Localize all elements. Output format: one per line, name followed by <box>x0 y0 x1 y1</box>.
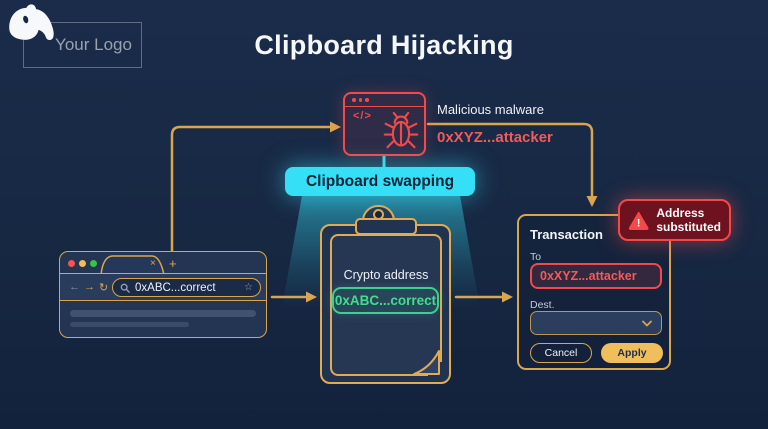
malware-label: Malicious malware <box>437 102 544 117</box>
correct-address-chip: 0xABC...correct <box>332 287 439 314</box>
crypto-address-label: Crypto address <box>343 268 429 282</box>
malware-titlebar <box>345 94 424 107</box>
forward-icon[interactable]: → <box>84 281 95 293</box>
page-title: Clipboard Hijacking <box>254 30 514 60</box>
reload-icon[interactable]: ↻ <box>99 282 109 294</box>
back-icon[interactable]: ← <box>69 281 80 293</box>
chevron-down-icon <box>642 320 652 326</box>
dest-label: Dest. <box>530 299 555 311</box>
svg-text:!: ! <box>637 217 641 229</box>
logo-box: Your Logo <box>23 22 142 68</box>
window-controls <box>68 260 97 267</box>
cancel-button[interactable]: Cancel <box>530 343 592 363</box>
code-icon: </> <box>353 110 372 122</box>
maximize-window-icon[interactable] <box>90 260 97 267</box>
to-label: To <box>530 251 542 263</box>
new-tab-icon[interactable]: + <box>169 256 177 271</box>
address-bar-url: 0xABC...correct <box>135 281 216 294</box>
malware-window: </> <box>343 92 426 156</box>
warning-triangle-icon: ! <box>628 211 649 230</box>
window-dot-icon <box>352 98 356 102</box>
window-dot-icon <box>365 98 369 102</box>
page-curl-icon <box>413 350 440 375</box>
to-field[interactable]: 0xXYZ...attacker <box>530 263 662 289</box>
browser-window: × + ← → ↻ 0xABC...correct ☆ <box>59 251 267 338</box>
close-window-icon[interactable] <box>68 260 75 267</box>
address-bar[interactable]: 0xABC...correct ☆ <box>112 278 261 297</box>
window-dot-icon <box>358 98 362 102</box>
browser-toolbar: ← → ↻ 0xABC...correct ☆ <box>60 273 266 301</box>
address-substituted-badge: ! Address substituted <box>618 199 731 241</box>
apply-button[interactable]: Apply <box>601 343 663 363</box>
bug-icon <box>383 111 419 149</box>
transaction-title: Transaction <box>530 227 603 242</box>
clipboard-clip-ring-icon <box>373 209 384 220</box>
attacker-address: 0xXYZ...attacker <box>437 129 553 146</box>
badge-text: Address substituted <box>656 205 721 234</box>
tab-close-icon[interactable]: × <box>150 258 156 269</box>
clipboard-swapping-banner: Clipboard swapping <box>285 167 475 196</box>
search-icon <box>120 283 130 293</box>
logo-label: Your Logo <box>55 35 132 54</box>
tapir-logo-icon <box>9 4 54 40</box>
clipboard-clip <box>355 218 417 235</box>
content-placeholder-line <box>70 322 189 327</box>
minimize-window-icon[interactable] <box>79 260 86 267</box>
bookmark-star-icon[interactable]: ☆ <box>244 282 253 293</box>
banner-label: Clipboard swapping <box>305 172 455 190</box>
browser-tab[interactable] <box>99 253 166 275</box>
content-placeholder-line <box>70 310 256 317</box>
dest-dropdown[interactable] <box>530 311 662 335</box>
